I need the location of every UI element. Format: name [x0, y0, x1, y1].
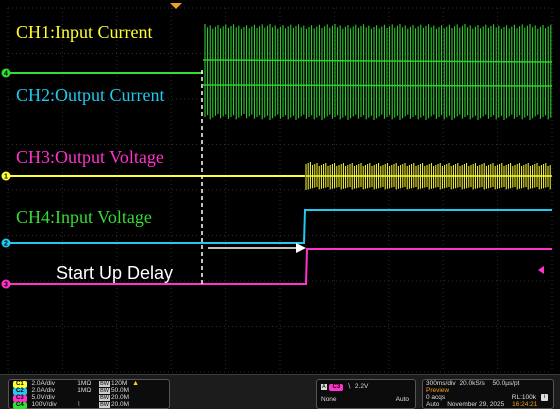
- ch1-label: CH1:Input Current: [16, 22, 153, 42]
- ch3-trace: [8, 248, 552, 285]
- horizontal-setting[interactable]: 300ms/div 20.0kS/s 50.0µs/pt: [426, 380, 520, 387]
- date-time: Auto November 29, 2025 16:24:21: [426, 401, 538, 408]
- ch4-trace-burst: [204, 24, 552, 120]
- ch3-marker-label: 3: [4, 282, 8, 289]
- ch1-marker: [1, 171, 11, 181]
- trigger-slope-icon: ∖: [346, 383, 352, 390]
- ch4-trace-band: [202, 59, 553, 63]
- ch1-marker-label: 1: [4, 174, 8, 181]
- ch4-label: CH4:Input Voltage: [16, 207, 152, 227]
- acquisition-count: 0 acqs RL:100k i: [426, 394, 550, 402]
- trigger-setting[interactable]: A C3 ∖ 2.2V: [321, 383, 369, 391]
- trigger-panel[interactable]: A C3 ∖ 2.2V None Auto: [316, 379, 416, 409]
- start-up-delay-annotation: Start Up Delay: [56, 263, 174, 283]
- waveform-display[interactable]: 4 1 2 3: [0, 0, 560, 374]
- ch2-marker: [1, 238, 11, 248]
- ch2-marker-label: 2: [4, 241, 8, 248]
- ch2-trace: [8, 209, 552, 244]
- ch3-marker: [1, 279, 11, 289]
- probe-icon: ⌇: [77, 401, 81, 408]
- ch2-label: CH2:Output Current: [16, 85, 165, 105]
- acquisition-panel[interactable]: 300ms/div 20.0kS/s 50.0µs/pt Preview 0 a…: [422, 379, 554, 409]
- warning-icon: ▲: [132, 380, 139, 387]
- trigger-mode[interactable]: None Auto: [321, 396, 409, 403]
- ch3-label: CH3:Output Voltage: [16, 147, 164, 167]
- info-icon: i: [541, 394, 548, 401]
- ch4-trace-band: [202, 84, 553, 87]
- acquisition-state: Preview: [426, 387, 450, 394]
- ch4-marker-label: 4: [4, 71, 8, 78]
- ch4-marker: [1, 68, 11, 78]
- ch3-offscreen-marker: [538, 266, 544, 274]
- trigger-position-marker: [170, 3, 182, 9]
- start-up-delay-arrow-head: [296, 243, 306, 253]
